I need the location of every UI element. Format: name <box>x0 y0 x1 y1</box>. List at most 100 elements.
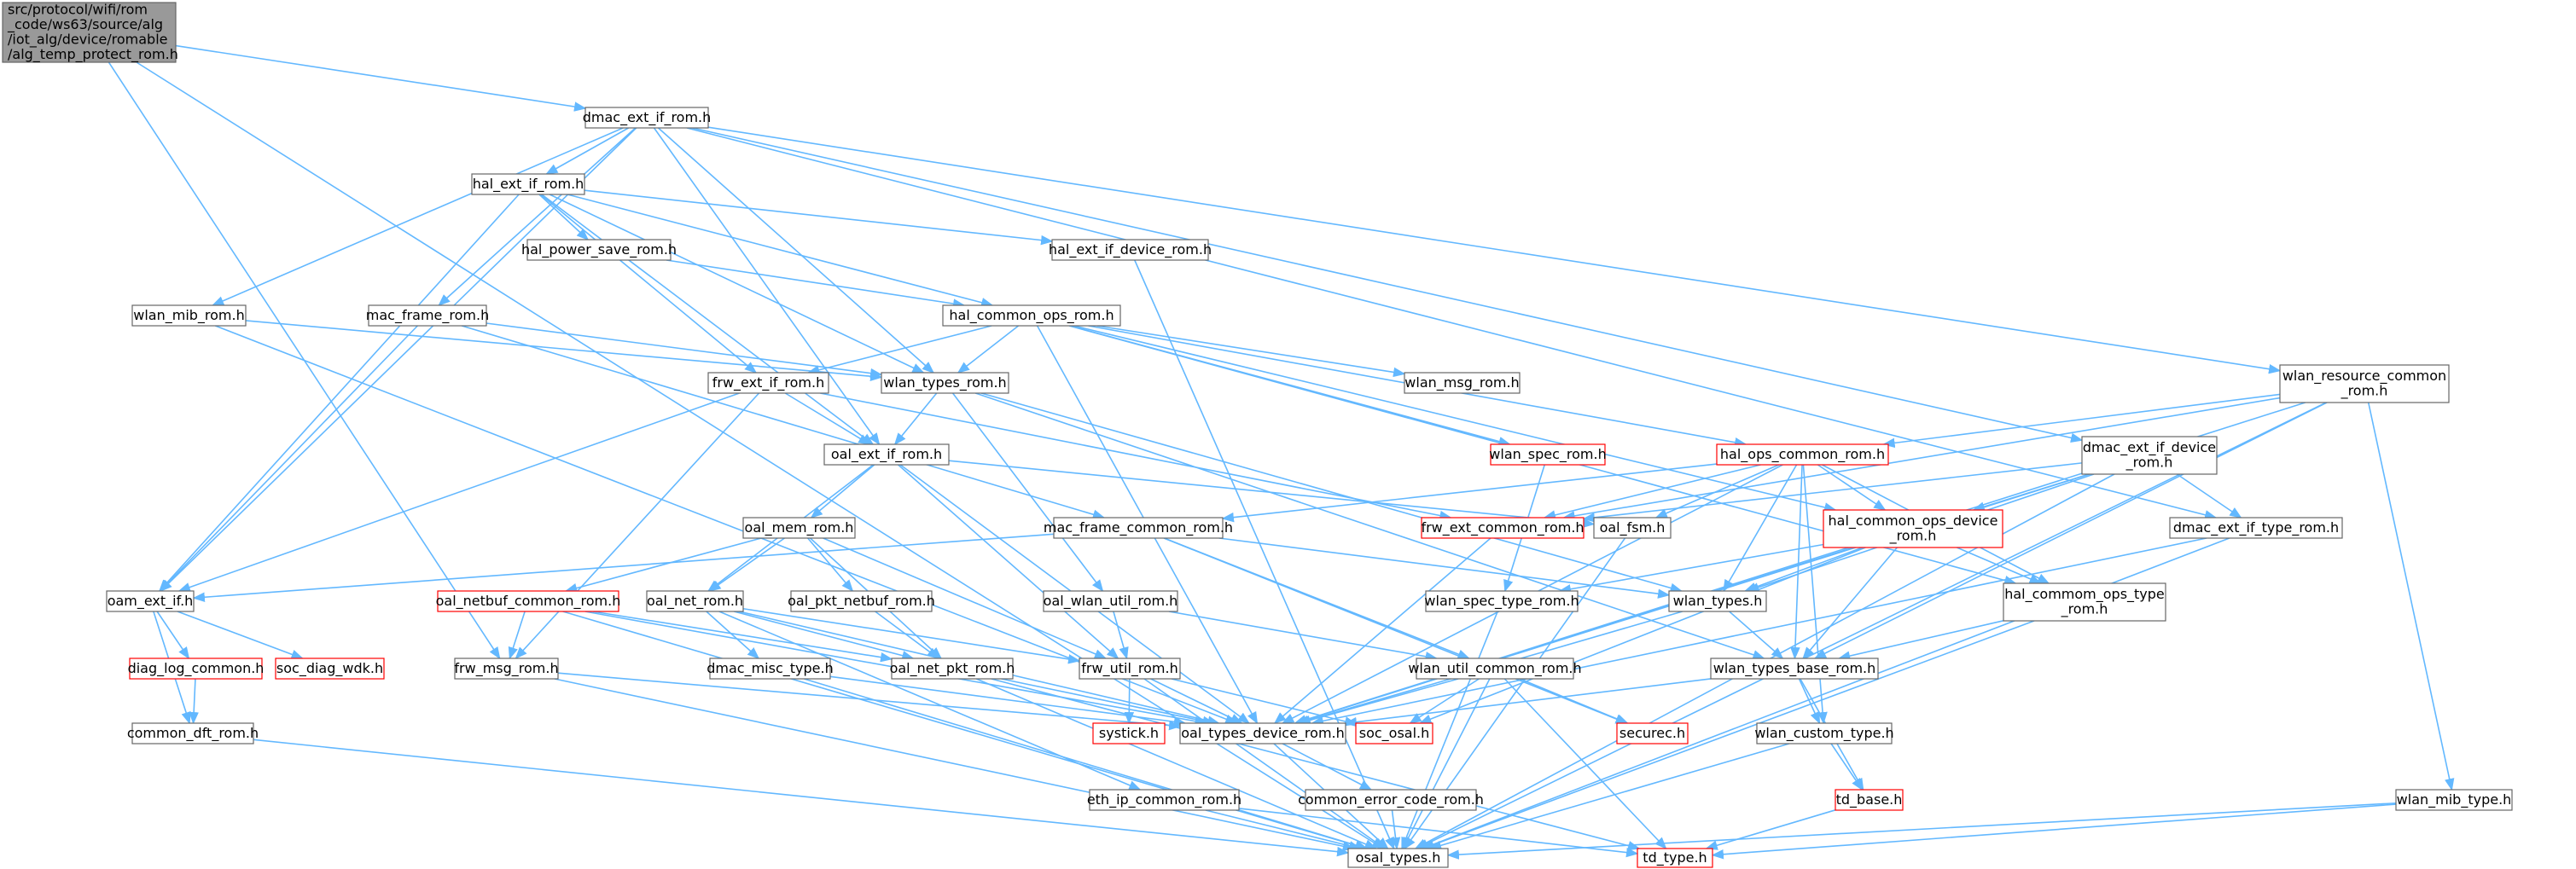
node-oal_fsm[interactable]: oal_fsm.h <box>1593 517 1672 539</box>
node-label: hal_common_ops_device <box>1829 513 1998 530</box>
node-diag_log_common[interactable]: diag_log_common.h <box>128 658 265 680</box>
node-common_dft_rom[interactable]: common_dft_rom.h <box>127 722 259 744</box>
node-box <box>1416 658 1574 680</box>
node-label: frw_ext_if_rom.h <box>712 374 825 391</box>
edge-common_dft_rom-to-osal_types <box>253 739 1350 857</box>
node-label: frw_util_rom.h <box>1081 660 1178 677</box>
node-wlan_util_common_rom[interactable]: wlan_util_common_rom.h <box>1408 658 1582 680</box>
node-oam_ext_if[interactable]: oam_ext_if.h <box>106 590 195 612</box>
node-label: oal_netbuf_common_rom.h <box>436 593 621 610</box>
node-td_base[interactable]: td_base.h <box>1835 789 1904 811</box>
node-common_error_code_rom[interactable]: common_error_code_rom.h <box>1298 789 1484 811</box>
node-box <box>1053 517 1224 539</box>
edge-oal_mem_rom-to-oal_pkt_netbuf_rom <box>807 537 854 593</box>
edge-mac_frame_rom-to-wlan_types_rom <box>486 322 883 379</box>
node-box <box>1404 372 1521 394</box>
node-oal_net_pkt_rom[interactable]: oal_net_pkt_rom.h <box>890 658 1015 680</box>
edge-frw_util_rom-to-osal_types <box>1143 678 1387 849</box>
node-dmac_misc_type[interactable]: dmac_misc_type.h <box>707 658 834 680</box>
edge-oal_net_pkt_rom-to-td_type <box>991 678 1641 851</box>
edge-mac_frame_rom-to-mac_frame_common_rom <box>461 325 1106 519</box>
node-hal_commom_ops_type_rom[interactable]: hal_commom_ops_type_rom.h <box>2003 582 2166 622</box>
node-label: /iot_alg/device/romable <box>8 32 168 49</box>
node-wlan_types_rom[interactable]: wlan_types_rom.h <box>881 372 1009 394</box>
node-hal_common_ops_rom[interactable]: hal_common_ops_rom.h <box>942 304 1121 327</box>
node-label: _rom.h <box>1889 528 1937 545</box>
node-td_type[interactable]: td_type.h <box>1637 848 1713 868</box>
node-wlan_types_base_rom[interactable]: wlan_types_base_rom.h <box>1710 658 1879 680</box>
node-hal_ext_if_rom[interactable]: hal_ext_if_rom.h <box>471 173 585 195</box>
node-oal_net_rom[interactable]: oal_net_rom.h <box>646 590 744 612</box>
node-mac_frame_common_rom[interactable]: mac_frame_common_rom.h <box>1044 517 1233 539</box>
node-label: wlan_custom_type.h <box>1754 725 1893 742</box>
node-oal_wlan_util_rom[interactable]: oal_wlan_util_rom.h <box>1043 590 1178 612</box>
node-wlan_spec_rom[interactable]: wlan_spec_rom.h <box>1489 443 1607 466</box>
node-box <box>2169 517 2343 539</box>
edge-wlan_custom_type-to-td_base <box>1830 743 1864 791</box>
node-mac_frame_rom[interactable]: mac_frame_rom.h <box>366 304 489 327</box>
node-label: td_base.h <box>1836 791 1903 808</box>
edge-hal_ext_if_rom-to-frw_ext_if_rom <box>539 194 758 374</box>
edge-wlan_resource_common_rom-to-wlan_mib_type <box>2367 402 2455 791</box>
edge-wlan_types_base_rom-to-oal_types_device_rom <box>1344 678 1712 727</box>
node-root[interactable]: src/protocol/wifi/rom_code/ws63/source/a… <box>2 2 178 64</box>
edge-wlan_mib_type-to-osal_types <box>1446 802 2397 860</box>
node-oal_netbuf_common_rom[interactable]: oal_netbuf_common_rom.h <box>436 590 621 612</box>
node-box <box>1079 658 1181 680</box>
node-box <box>131 304 247 327</box>
node-hal_ext_if_device_rom[interactable]: hal_ext_if_device_rom.h <box>1049 239 1212 261</box>
node-wlan_mib_type[interactable]: wlan_mib_type.h <box>2395 789 2513 811</box>
node-wlan_mib_rom[interactable]: wlan_mib_rom.h <box>131 304 247 327</box>
edge-dmac_ext_if_device_rom-to-frw_ext_common_rom <box>1582 462 2083 523</box>
node-frw_util_rom[interactable]: frw_util_rom.h <box>1079 658 1181 680</box>
node-frw_ext_if_rom[interactable]: frw_ext_if_rom.h <box>707 372 829 394</box>
node-wlan_types[interactable]: wlan_types.h <box>1668 590 1767 612</box>
node-systick[interactable]: systick.h <box>1092 722 1166 744</box>
edge-hal_ops_common_rom-to-wlan_types_base_rom <box>1790 464 1803 660</box>
node-oal_mem_rom[interactable]: oal_mem_rom.h <box>742 517 856 539</box>
node-box <box>106 590 195 612</box>
node-wlan_resource_common_rom[interactable]: wlan_resource_common_rom.h <box>2279 364 2450 403</box>
edge-mac_frame_common_rom-to-oam_ext_if <box>192 533 1055 602</box>
node-label: oal_wlan_util_rom.h <box>1044 593 1178 610</box>
node-eth_ip_common_rom[interactable]: eth_ip_common_rom.h <box>1087 789 1241 811</box>
node-wlan_spec_type_rom[interactable]: wlan_spec_type_rom.h <box>1424 590 1579 612</box>
node-securec[interactable]: securec.h <box>1616 722 1689 744</box>
node-label: oal_types_device_rom.h <box>1181 725 1345 742</box>
edge-eth_ip_common_rom-to-td_type <box>1238 808 1639 858</box>
node-hal_common_ops_device_rom[interactable]: hal_common_ops_device_rom.h <box>1823 509 2003 548</box>
node-oal_ext_if_rom[interactable]: oal_ext_if_rom.h <box>823 443 950 466</box>
node-dmac_ext_if_rom[interactable]: dmac_ext_if_rom.h <box>583 107 712 129</box>
node-box <box>2 2 177 63</box>
edge-hal_common_ops_rom-to-wlan_types_rom <box>957 325 1020 374</box>
node-label: systick.h <box>1099 725 1159 741</box>
node-label: mac_frame_common_rom.h <box>1044 519 1233 536</box>
node-osal_types[interactable]: osal_types.h <box>1347 848 1449 868</box>
edge-wlan_types_rom-to-wlan_types <box>980 392 1683 594</box>
node-box <box>1347 848 1449 868</box>
node-wlan_custom_type[interactable]: wlan_custom_type.h <box>1754 722 1894 744</box>
node-box <box>707 372 829 394</box>
node-soc_osal[interactable]: soc_osal.h <box>1355 722 1433 744</box>
node-hal_power_save_rom[interactable]: hal_power_save_rom.h <box>521 239 677 261</box>
edge-hal_common_ops_device_rom-to-oal_types_device_rom <box>1294 547 1854 725</box>
node-box <box>1179 722 1346 744</box>
node-dmac_ext_if_type_rom[interactable]: dmac_ext_if_type_rom.h <box>2169 517 2343 539</box>
edge-oam_ext_if-to-diag_log_common <box>156 611 190 660</box>
node-wlan_msg_rom[interactable]: wlan_msg_rom.h <box>1404 372 1521 394</box>
node-frw_ext_common_rom[interactable]: frw_ext_common_rom.h <box>1421 517 1585 539</box>
node-hal_ops_common_rom[interactable]: hal_ops_common_rom.h <box>1716 443 1889 466</box>
node-oal_pkt_netbuf_rom[interactable]: oal_pkt_netbuf_rom.h <box>788 590 935 612</box>
node-frw_msg_rom[interactable]: frw_msg_rom.h <box>454 658 559 680</box>
node-box <box>129 658 263 680</box>
edge-hal_power_save_rom-to-hal_common_ops_rom <box>666 259 966 309</box>
node-box <box>1616 722 1689 744</box>
node-dmac_ext_if_device_rom[interactable]: dmac_ext_if_device_rom.h <box>2081 436 2218 475</box>
node-box <box>1823 509 2003 548</box>
node-soc_diag_wdk[interactable]: soc_diag_wdk.h <box>275 658 385 680</box>
edge-wlan_resource_common_rom-to-hal_ops_common_rom <box>1882 393 2281 449</box>
node-box <box>2395 789 2513 811</box>
node-box <box>1421 517 1585 539</box>
edge-mac_frame_rom-to-oam_ext_if <box>159 325 418 593</box>
node-oal_types_device_rom[interactable]: oal_types_device_rom.h <box>1179 722 1346 744</box>
